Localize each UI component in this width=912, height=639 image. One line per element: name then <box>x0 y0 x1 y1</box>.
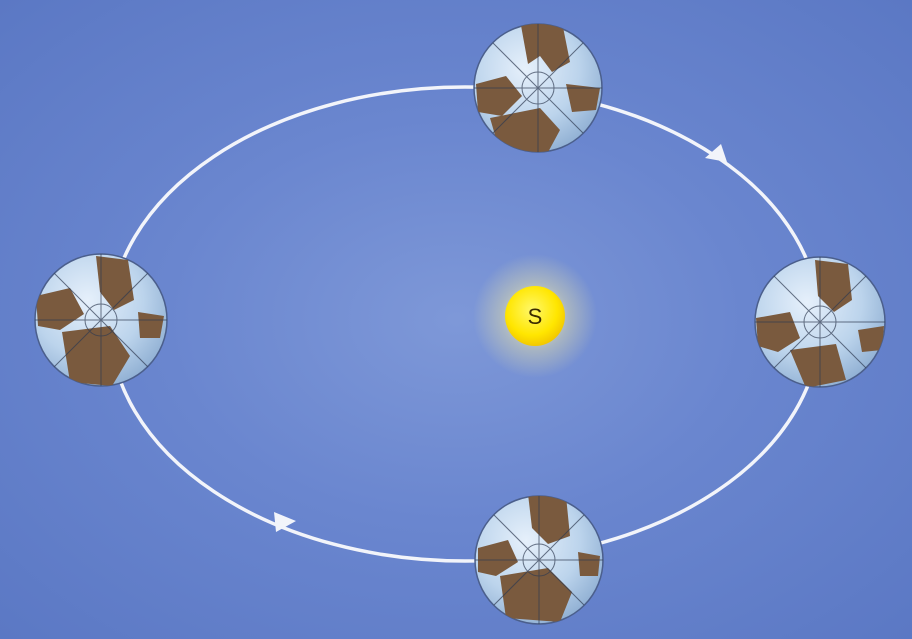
continent <box>578 552 600 576</box>
earth-left <box>35 254 167 386</box>
earth-bottom <box>475 494 603 624</box>
earth-top <box>474 20 602 156</box>
sun-label: S <box>528 304 543 329</box>
continent <box>138 312 164 338</box>
earth-right <box>755 257 885 388</box>
